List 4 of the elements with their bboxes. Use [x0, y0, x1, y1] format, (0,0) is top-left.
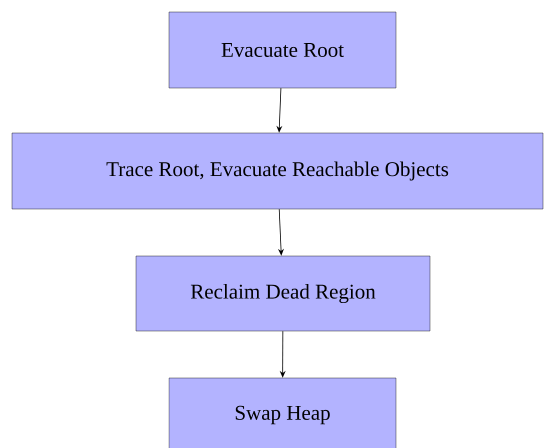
process-box: Evacuate Root: [168, 12, 396, 88]
process-box: Reclaim Dead Region: [136, 256, 430, 332]
process-box: Swap Heap: [168, 378, 396, 448]
process-box: Trace Root, Evacuate Reachable Objects: [12, 132, 544, 210]
